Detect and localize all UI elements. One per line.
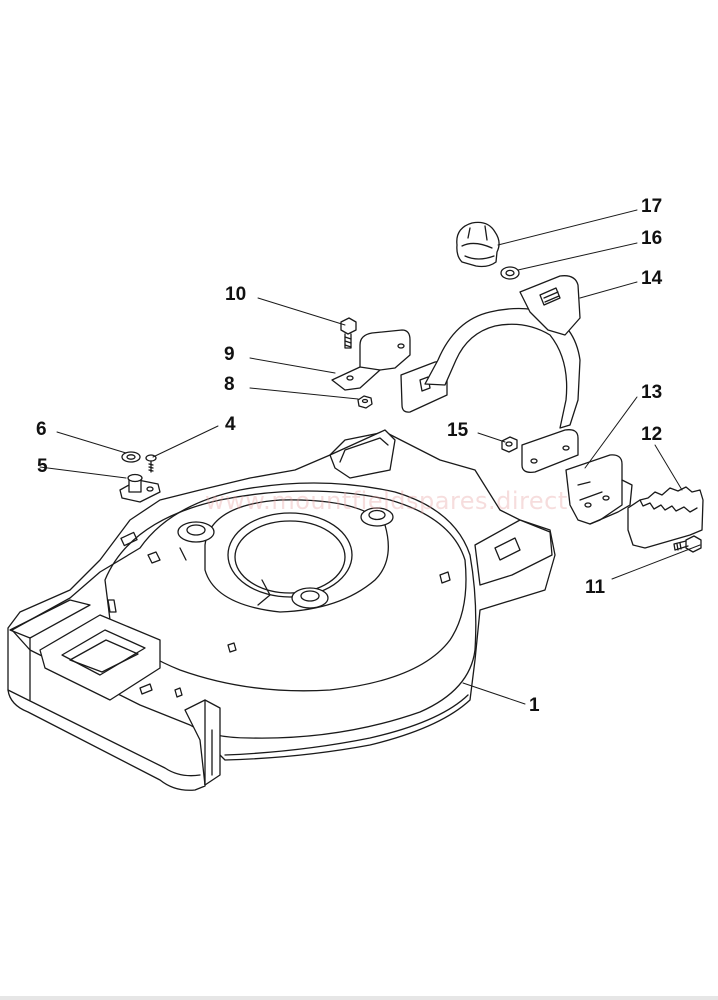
callout-16: 16 [641, 228, 663, 249]
leader-lines [39, 209, 701, 705]
part-8-nut [357, 395, 373, 409]
part-6-washer [121, 451, 141, 463]
callout-6: 6 [36, 419, 47, 440]
callout-13: 13 [641, 382, 663, 403]
leader-12 [654, 444, 683, 491]
callout-11: 11 [585, 577, 606, 598]
part-16-washer [500, 266, 520, 280]
callout-1: 1 [529, 695, 540, 716]
bottom-border [0, 996, 718, 1000]
callout-17: 17 [641, 196, 663, 217]
part-1-deck [7, 429, 556, 791]
leader-8 [249, 387, 359, 400]
callout-4: 4 [225, 414, 236, 435]
callout-9: 9 [224, 344, 235, 365]
callout-10: 10 [225, 284, 247, 305]
leader-15 [477, 432, 506, 443]
leader-6 [56, 431, 127, 454]
part-17-knob [456, 221, 500, 268]
part-11-bolt [673, 535, 702, 553]
watermark-text: www.mountfieldspares.direct [205, 487, 568, 515]
callout-14: 14 [641, 268, 663, 289]
part-13-height-bracket [565, 454, 633, 525]
leader-4 [152, 425, 219, 458]
part-4-screw [145, 454, 157, 473]
part-12-adjuster-plate [627, 486, 704, 549]
callout-15: 15 [447, 420, 469, 441]
leader-10 [257, 297, 346, 326]
leader-16 [517, 242, 638, 271]
leader-5 [39, 466, 127, 479]
leader-14 [579, 281, 638, 299]
part-5-pivot [119, 473, 161, 503]
callout-5: 5 [37, 456, 48, 477]
leader-11 [611, 544, 701, 580]
callout-12: 12 [641, 424, 663, 445]
part-15-nut [501, 436, 518, 453]
leader-13 [584, 396, 638, 469]
callout-8: 8 [224, 374, 235, 395]
part-9-bracket [331, 329, 411, 391]
leader-1 [462, 682, 526, 705]
part-14-handle-frame [400, 275, 581, 473]
part-10-bolt [340, 317, 357, 349]
leader-9 [249, 357, 336, 374]
leader-17 [497, 209, 638, 246]
